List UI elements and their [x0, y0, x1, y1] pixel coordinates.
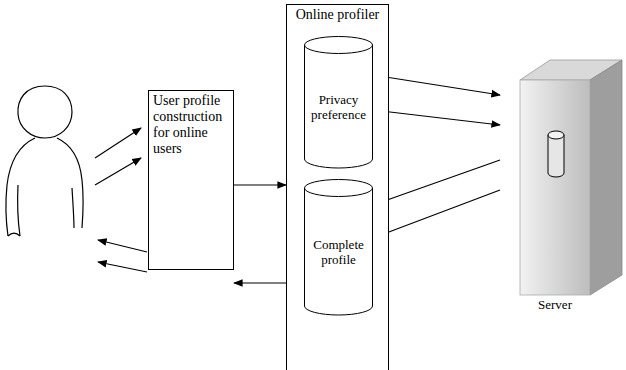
- server-side: [590, 60, 622, 295]
- flow-arrow: [373, 110, 500, 125]
- database-cylinder: Privacy preference: [304, 36, 373, 168]
- profiler-frame: Online profilerPrivacy preferenceComplet…: [286, 4, 389, 370]
- node-label: User profile construction for online use…: [153, 93, 229, 157]
- flow-arrow: [234, 282, 286, 283]
- flow-arrow: [373, 190, 500, 238]
- disk-body: [548, 135, 564, 177]
- flow-arrow: [234, 184, 286, 185]
- node-label: Privacy preference: [307, 93, 370, 123]
- server-node: Server: [500, 55, 622, 317]
- cylinder-body: [305, 45, 373, 168]
- cylinder-top: [305, 180, 373, 197]
- disk-top: [548, 131, 564, 139]
- server-front: [520, 80, 590, 295]
- flow-arrow: [373, 160, 500, 205]
- database-cylinder: Complete profile: [304, 179, 373, 315]
- process-box: User profile construction for online use…: [148, 90, 234, 270]
- user-icon: [6, 86, 83, 236]
- server-icon: [500, 55, 622, 317]
- cylinder-body: [305, 188, 373, 315]
- cylinder-top: [305, 37, 373, 54]
- flow-arrow: [373, 75, 500, 95]
- frame-title: Online profiler: [287, 5, 388, 23]
- user-arrows: [95, 128, 147, 272]
- node-label: Complete profile: [307, 238, 370, 268]
- server-label: Server: [500, 298, 610, 313]
